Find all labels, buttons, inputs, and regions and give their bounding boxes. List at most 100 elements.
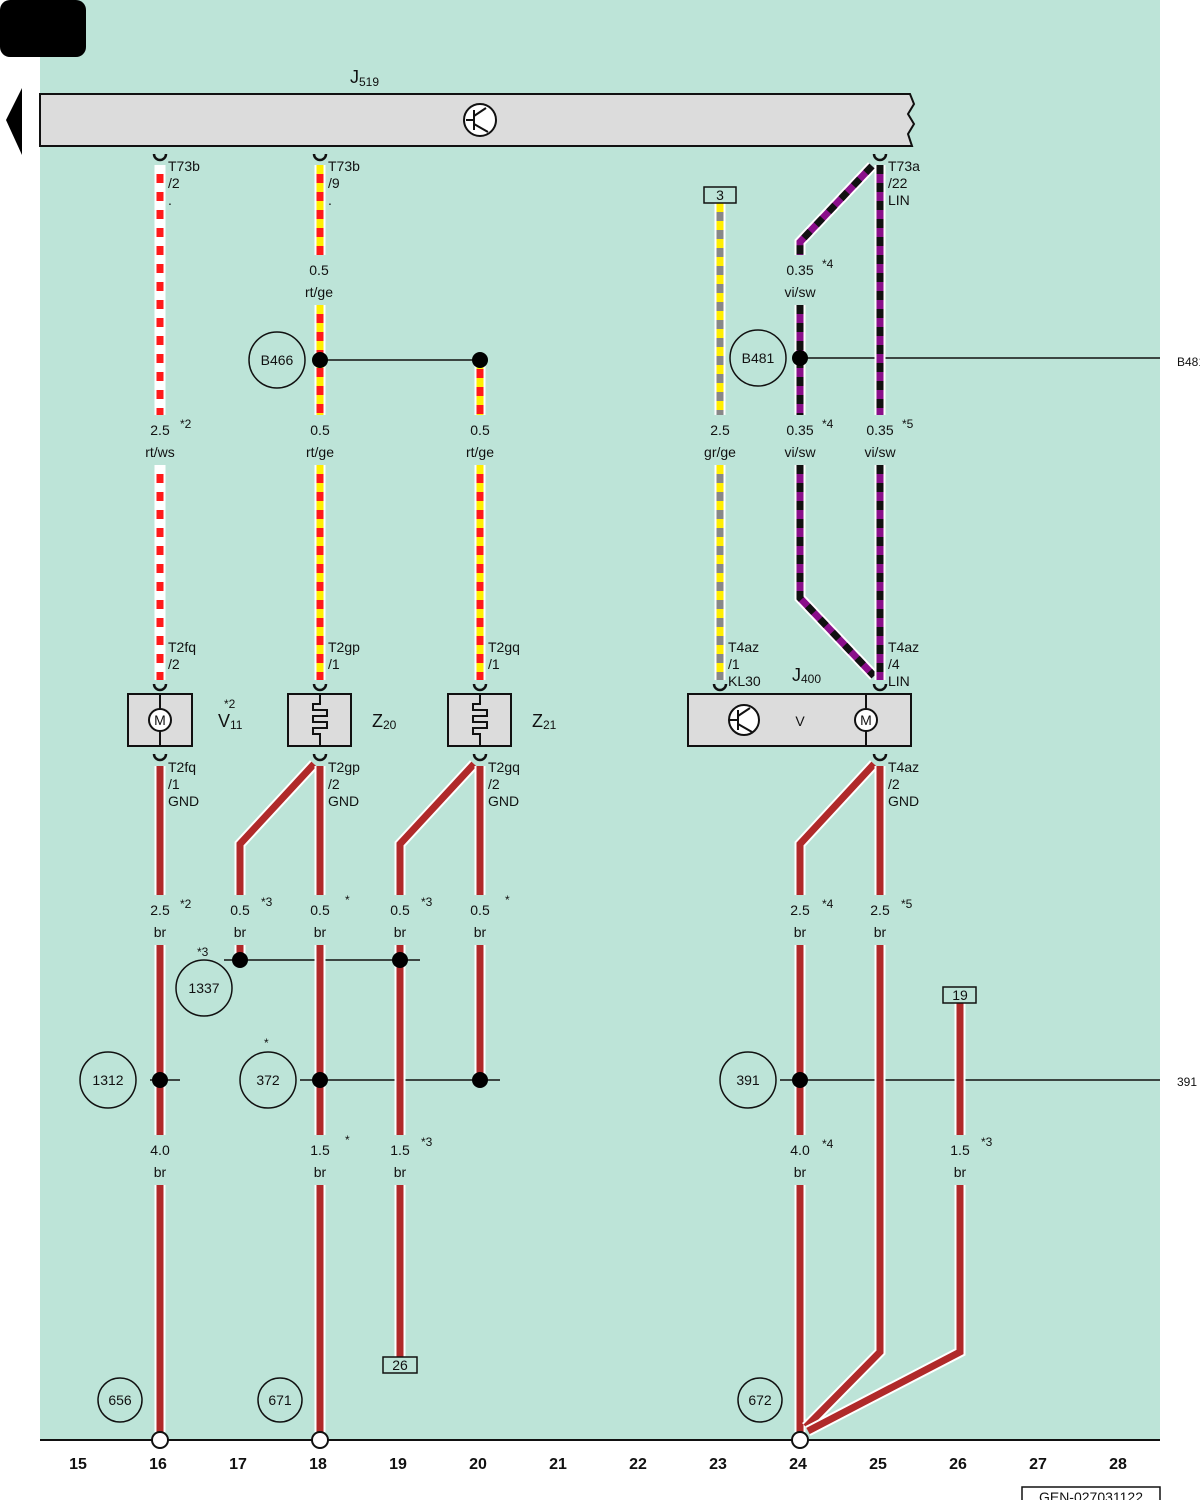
point-1312: 1312 bbox=[79, 1051, 137, 1109]
svg-text:/1: /1 bbox=[168, 776, 180, 792]
svg-text:672: 672 bbox=[748, 1392, 772, 1408]
svg-text:0.5: 0.5 bbox=[230, 902, 250, 918]
svg-text:T2gp: T2gp bbox=[328, 759, 360, 775]
column-number: 18 bbox=[309, 1456, 327, 1473]
svg-text:/2: /2 bbox=[168, 656, 180, 672]
point-b466: B466 bbox=[248, 331, 306, 389]
svg-text:/9: /9 bbox=[328, 175, 340, 191]
svg-text:Z20: Z20 bbox=[372, 711, 397, 732]
svg-text:2.5: 2.5 bbox=[870, 902, 890, 918]
column-number: 17 bbox=[229, 1456, 247, 1473]
wire-label: 4.0 br *4 bbox=[790, 1137, 833, 1180]
svg-text:/2: /2 bbox=[888, 776, 900, 792]
svg-text:0.35: 0.35 bbox=[786, 262, 813, 278]
svg-text:*2: *2 bbox=[180, 897, 192, 911]
svg-text:0.5: 0.5 bbox=[470, 902, 490, 918]
wire bbox=[796, 761, 877, 895]
ground-terminal bbox=[791, 1431, 809, 1449]
connector-label: T4az /4 LIN bbox=[888, 639, 919, 689]
svg-text:*5: *5 bbox=[901, 897, 913, 911]
point-656: 656 bbox=[97, 1377, 143, 1423]
wire-label: 0.35 vi/sw *5 bbox=[864, 417, 913, 460]
svg-text:.: . bbox=[328, 192, 332, 208]
svg-text:*4: *4 bbox=[822, 897, 834, 911]
previous-page-arrow-icon[interactable] bbox=[6, 88, 22, 155]
svg-text:br: br bbox=[154, 1164, 167, 1180]
svg-text:br: br bbox=[474, 924, 487, 940]
column-number: 25 bbox=[869, 1456, 887, 1473]
connector-label: T2fq /2 bbox=[168, 639, 196, 672]
point-1337: *3 1337 bbox=[175, 945, 233, 1017]
svg-text:M: M bbox=[154, 712, 166, 728]
svg-text:0.5: 0.5 bbox=[310, 422, 330, 438]
svg-text:*: * bbox=[345, 893, 350, 907]
svg-text:rt/ge: rt/ge bbox=[466, 444, 494, 460]
column-number: 28 bbox=[1109, 1456, 1127, 1473]
svg-text:*4: *4 bbox=[822, 257, 834, 271]
svg-text:/2: /2 bbox=[328, 776, 340, 792]
svg-text:0.5: 0.5 bbox=[309, 262, 329, 278]
svg-text:Z21: Z21 bbox=[532, 711, 557, 732]
svg-text:/2: /2 bbox=[488, 776, 500, 792]
svg-text:rt/ws: rt/ws bbox=[145, 444, 175, 460]
svg-text:B481: B481 bbox=[742, 350, 775, 366]
svg-text:vi/sw: vi/sw bbox=[864, 444, 896, 460]
motor-icon: M bbox=[854, 694, 878, 746]
svg-text:656: 656 bbox=[108, 1392, 132, 1408]
pin-label: T73b /9 . bbox=[328, 158, 360, 208]
component-j400: J400 V M bbox=[687, 665, 912, 747]
svg-text:/22: /22 bbox=[888, 175, 908, 191]
wire-label: 0.35 vi/sw *4 bbox=[784, 257, 833, 300]
svg-text:T2gp: T2gp bbox=[328, 639, 360, 655]
svg-text:br: br bbox=[314, 1164, 327, 1180]
transistor-icon bbox=[728, 704, 760, 736]
junction-dot bbox=[232, 952, 248, 968]
wire-label: 2.5 br *5 bbox=[870, 897, 912, 940]
wire-label: 2.5 br *4 bbox=[790, 897, 833, 940]
column-number: 20 bbox=[469, 1456, 487, 1473]
junction-dot bbox=[792, 350, 808, 366]
svg-text:T73b: T73b bbox=[168, 158, 200, 174]
svg-text:671: 671 bbox=[268, 1392, 292, 1408]
control-unit-label: J519 bbox=[350, 67, 379, 89]
wire-label: 1.5 br * bbox=[310, 1133, 350, 1180]
junction-dot bbox=[472, 1072, 488, 1088]
svg-text:2.5: 2.5 bbox=[150, 422, 170, 438]
svg-text:gr/ge: gr/ge bbox=[704, 444, 736, 460]
svg-text:*4: *4 bbox=[822, 417, 834, 431]
svg-text:*: * bbox=[264, 1036, 269, 1050]
svg-text:*: * bbox=[345, 1133, 350, 1147]
connector-label: T2gp /1 bbox=[328, 639, 360, 672]
svg-text:1.5: 1.5 bbox=[950, 1142, 970, 1158]
wire-label: 0.5 br * bbox=[470, 893, 510, 940]
svg-text:V11: V11 bbox=[218, 711, 243, 732]
wire-label: 0.5 br *3 bbox=[390, 895, 432, 940]
heater-icon bbox=[312, 694, 328, 746]
svg-text:br: br bbox=[154, 924, 167, 940]
ref-box: 26 bbox=[382, 1356, 418, 1374]
wire-label: 1.5 br *3 bbox=[950, 1135, 992, 1180]
svg-text:T2gq: T2gq bbox=[488, 759, 520, 775]
svg-text:rt/ge: rt/ge bbox=[305, 284, 333, 300]
svg-text:*3: *3 bbox=[261, 895, 273, 909]
svg-text:/2: /2 bbox=[168, 175, 180, 191]
svg-text:*3: *3 bbox=[981, 1135, 993, 1149]
diagram-id-box: GEN-027031122 bbox=[1021, 1486, 1161, 1500]
svg-text:0.5: 0.5 bbox=[470, 422, 490, 438]
side-ref-label: 391 bbox=[1177, 1075, 1197, 1089]
svg-text:2.5: 2.5 bbox=[150, 902, 170, 918]
column-number: 22 bbox=[629, 1456, 647, 1473]
wire-label: 0.5 br *3 bbox=[230, 895, 272, 940]
wire bbox=[236, 761, 317, 895]
svg-text:br: br bbox=[394, 924, 407, 940]
wire-stripe bbox=[796, 465, 877, 679]
connector-label: T4az /2 GND bbox=[888, 759, 919, 809]
column-number: 15 bbox=[69, 1456, 87, 1473]
svg-text:br: br bbox=[874, 924, 887, 940]
wire-label: 4.0 br bbox=[150, 1142, 170, 1180]
wire-label: 0.5 br * bbox=[310, 893, 350, 940]
column-number: 16 bbox=[149, 1456, 167, 1473]
svg-text:T73b: T73b bbox=[328, 158, 360, 174]
